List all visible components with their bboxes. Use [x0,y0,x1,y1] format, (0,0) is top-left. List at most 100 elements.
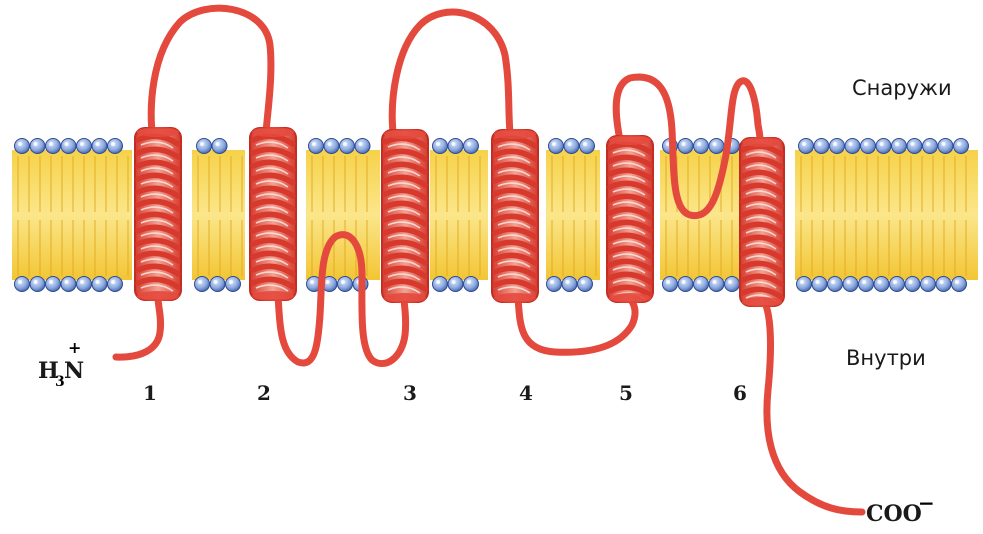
lipid-head [725,277,740,292]
lipid-head [694,139,709,154]
lipid-head [564,139,579,154]
lipid-head [30,277,45,292]
helix-number-6: 6 [733,381,747,405]
helix-number-3: 3 [403,381,417,405]
lipid-head [830,139,845,154]
helix-cap [384,129,426,139]
lipid-head [578,277,593,292]
helix-5 [607,135,653,303]
helix-cap [252,127,294,137]
lipid-head [905,277,920,292]
lipid-head [108,277,123,292]
c-terminus-charge: − [918,491,935,515]
helix-number-5: 5 [619,381,633,405]
lipid-head [448,277,463,292]
lipid-head [678,139,693,154]
helix-cap [384,293,426,303]
c-terminal-tail [762,298,862,512]
lipid-head [678,277,693,292]
lipid-head [952,277,967,292]
helix-2 [250,127,296,301]
lipid-head [195,277,210,292]
lipid-head [15,139,30,154]
lipid-head [892,139,907,154]
n-terminus-label: H 3 N + [38,338,84,390]
lipid-head [210,277,225,292]
lipid-head [709,277,724,292]
lipid-head [843,277,858,292]
helix-cap [137,127,179,137]
lipid-head [226,277,241,292]
helix-4 [492,129,538,303]
helix-6 [740,137,784,307]
lipid-tail-segment [546,150,600,280]
lipid-head [812,277,827,292]
lipid-head [92,139,107,154]
helix-cap [742,137,782,147]
lipid-head [448,139,463,154]
lipid-head [859,277,874,292]
lipid-head [562,277,577,292]
lipid-head [923,139,938,154]
lipid-head [549,139,564,154]
lipid-head [92,277,107,292]
lipid-head [694,277,709,292]
helix-cap [137,291,179,301]
lipid-head [197,139,212,154]
lipid-head [338,277,353,292]
lipid-head [547,277,562,292]
lipid-head [828,277,843,292]
lipid-head [46,139,61,154]
helix-1 [135,127,181,301]
lipid-head [61,139,76,154]
outside-label: Снаружи [852,76,952,100]
lipid-head [954,139,969,154]
lipid-head [797,277,812,292]
helix-cap [609,293,651,303]
lipid-head [46,277,61,292]
helix-cap [742,297,782,307]
lipid-head [890,277,905,292]
n-terminus-n: N [64,358,84,384]
helix-number-4: 4 [519,381,533,405]
lipid-head [799,139,814,154]
lipid-head [845,139,860,154]
helix-number-2: 2 [257,381,271,405]
helix-cap [609,135,651,145]
lipid-head [580,139,595,154]
lipid-head [814,139,829,154]
n-terminus-charge: + [68,338,81,357]
lipid-tail-segment [192,150,245,280]
lipid-head [663,277,678,292]
helix-number-1: 1 [143,381,157,405]
helix-3 [382,129,428,303]
loop-4-5-intracellular [518,298,635,352]
lipid-head [15,277,30,292]
n-terminal-tail [116,298,161,357]
lipid-head [464,139,479,154]
lipid-head [433,277,448,292]
helix-cap [494,129,536,139]
lipid-head [30,139,45,154]
c-terminus-label: COO − [866,491,935,527]
lipid-head [709,139,724,154]
lipid-head [77,277,92,292]
inside-label: Внутри [846,346,926,370]
lipid-head [433,139,448,154]
lipid-head [464,277,479,292]
lipid-head [108,139,123,154]
lipid-head [212,139,227,154]
lipid-head [936,277,951,292]
helix-numbers: 1 2 3 4 5 6 [143,381,747,405]
lipid-head [874,277,889,292]
lipid-head [77,139,92,154]
lipid-head [876,139,891,154]
lipid-head [309,139,324,154]
lipid-head [921,277,936,292]
lipid-head [938,139,953,154]
lipid-tail-segment [306,150,380,280]
c-terminus-coo: COO [866,501,922,527]
lipid-tail-segment [12,150,132,280]
